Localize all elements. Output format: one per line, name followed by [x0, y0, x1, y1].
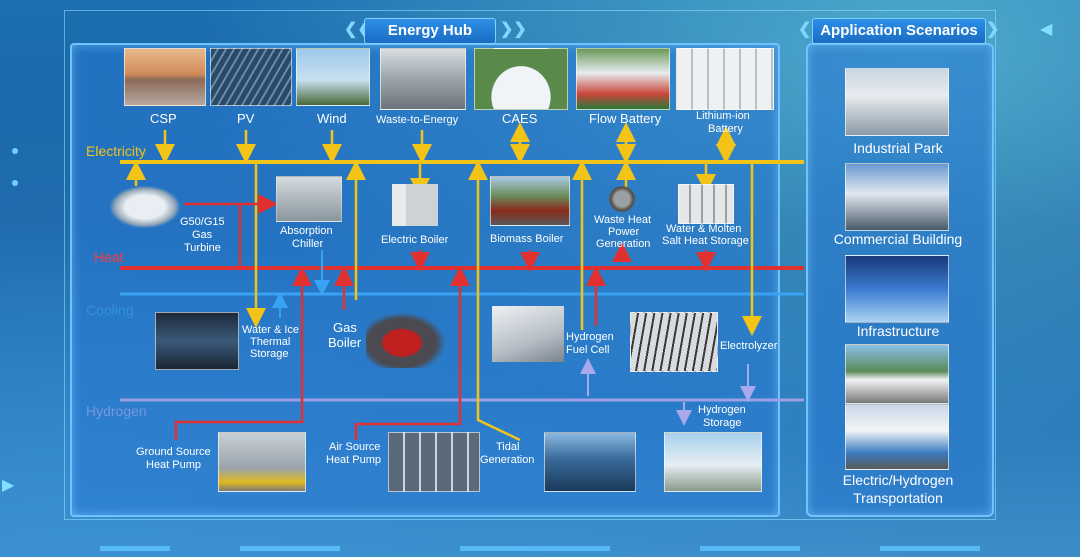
fuel-cell-label-1: Hydrogen	[566, 331, 614, 343]
caes-label: CAES	[502, 111, 538, 126]
waste-to-energy-photo	[380, 48, 466, 110]
footer-bar	[460, 546, 610, 551]
turbine-label-2: Gas	[192, 229, 213, 241]
commercial-building-photo	[845, 163, 949, 231]
lithium-battery-photo	[676, 48, 774, 110]
csp-label: CSP	[150, 111, 177, 126]
flow-battery-photo	[576, 48, 670, 110]
side-dot	[12, 148, 18, 154]
application-title: Application Scenarios	[812, 18, 986, 44]
tidal-label-2: Generation	[480, 454, 535, 466]
absorption-label-2: Chiller	[292, 238, 324, 250]
flow-battery-label: Flow Battery	[589, 111, 662, 126]
turbine-label-1: G50/G15	[180, 216, 225, 228]
truck-photo	[845, 404, 949, 470]
lithium-label-line2: Battery	[708, 123, 743, 135]
infrastructure-label: Infrastructure	[856, 323, 940, 339]
gas-boiler-label-2: Boiler	[328, 335, 362, 350]
transportation-label-2: Transportation	[853, 490, 943, 506]
gas-boiler-image	[366, 312, 446, 368]
h2-storage-label-2: Storage	[703, 417, 742, 429]
biomass-boiler-label: Biomass Boiler	[490, 233, 564, 245]
electricity-label: Electricity	[86, 143, 146, 159]
right-arrow-icon: ◀	[1040, 21, 1053, 38]
whp-label-3: Generation	[596, 238, 651, 250]
gshp-label-2: Heat Pump	[146, 459, 202, 471]
gshp-image	[218, 432, 306, 492]
gas-turbine-image	[110, 186, 180, 228]
wind-label: Wind	[317, 111, 347, 126]
cooling-label: Cooling	[86, 302, 134, 318]
caes-photo	[474, 48, 568, 110]
absorption-label-1: Absorption	[280, 225, 333, 237]
footer-bar	[100, 546, 170, 551]
ice-label-1: Water & Ice	[242, 324, 300, 336]
cooling-links	[272, 250, 330, 318]
ice-storage-image	[155, 312, 239, 370]
chevron-left-icon: ❮	[798, 21, 812, 38]
electrolyzer-image	[630, 312, 718, 372]
electric-boiler-image	[392, 184, 438, 226]
industrial-park-photo	[845, 68, 949, 136]
turbine-label-3: Turbine	[184, 242, 221, 254]
whp-label-1: Waste Heat	[594, 214, 652, 226]
ashp-image	[388, 432, 480, 492]
pv-label: PV	[237, 111, 255, 126]
electrolyzer-label: Electrolyzer	[720, 340, 778, 352]
side-dot	[12, 180, 18, 186]
fuel-cell-image	[492, 306, 564, 362]
industrial-park-label: Industrial Park	[853, 140, 943, 156]
source-links	[126, 122, 762, 442]
csp-photo	[124, 48, 206, 106]
absorption-chiller-image	[276, 176, 342, 222]
footer-bar	[880, 546, 980, 551]
footer-bar	[700, 546, 800, 551]
outer-frame	[64, 10, 996, 520]
heat-links	[174, 194, 716, 440]
waste-heat-image	[608, 186, 636, 212]
ice-label-3: Storage	[250, 348, 289, 360]
transportation-label-1: Electric/Hydrogen	[842, 472, 954, 488]
h2-storage-image	[664, 432, 762, 492]
infrastructure-photo	[845, 255, 949, 323]
hydrogen-label: Hydrogen	[86, 403, 147, 419]
electric-boiler-label: Electric Boiler	[381, 234, 449, 246]
lithium-label-line1: Lithium-ion	[696, 110, 750, 122]
heat-label: Heat	[94, 249, 124, 265]
h2-storage-label-1: Hydrogen	[698, 404, 746, 416]
chevron-right-icon: ❯	[986, 21, 1000, 38]
fuel-cell-label-2: Fuel Cell	[566, 344, 610, 356]
tidal-label-1: Tidal	[496, 441, 520, 453]
waste-to-energy-label: Waste-to-Energy	[376, 114, 459, 126]
ashp-label-1: Air Source	[329, 441, 381, 453]
left-arrow-icon: ▶	[2, 477, 15, 494]
ashp-label-2: Heat Pump	[326, 454, 382, 466]
chevron-right-icon: ❯❯	[500, 21, 527, 38]
bus-photo	[845, 344, 949, 404]
gshp-label-1: Ground Source	[136, 446, 211, 458]
ice-label-2: Thermal	[250, 336, 291, 348]
energy-hub-title: Energy Hub	[364, 18, 496, 44]
molten-salt-image	[678, 184, 734, 224]
tidal-image	[544, 432, 636, 492]
wind-photo	[296, 48, 370, 106]
pv-photo	[210, 48, 292, 106]
gas-boiler-label-1: Gas	[333, 320, 357, 335]
hydrogen-links	[580, 358, 756, 426]
commercial-building-label: Commercial Building	[833, 231, 963, 247]
molten-label-2: Salt Heat Storage	[662, 235, 749, 247]
biomass-boiler-image	[490, 176, 570, 226]
footer-bar	[240, 546, 340, 551]
molten-label-1: Water & Molten	[666, 223, 742, 235]
whp-label-2: Power	[608, 226, 640, 238]
